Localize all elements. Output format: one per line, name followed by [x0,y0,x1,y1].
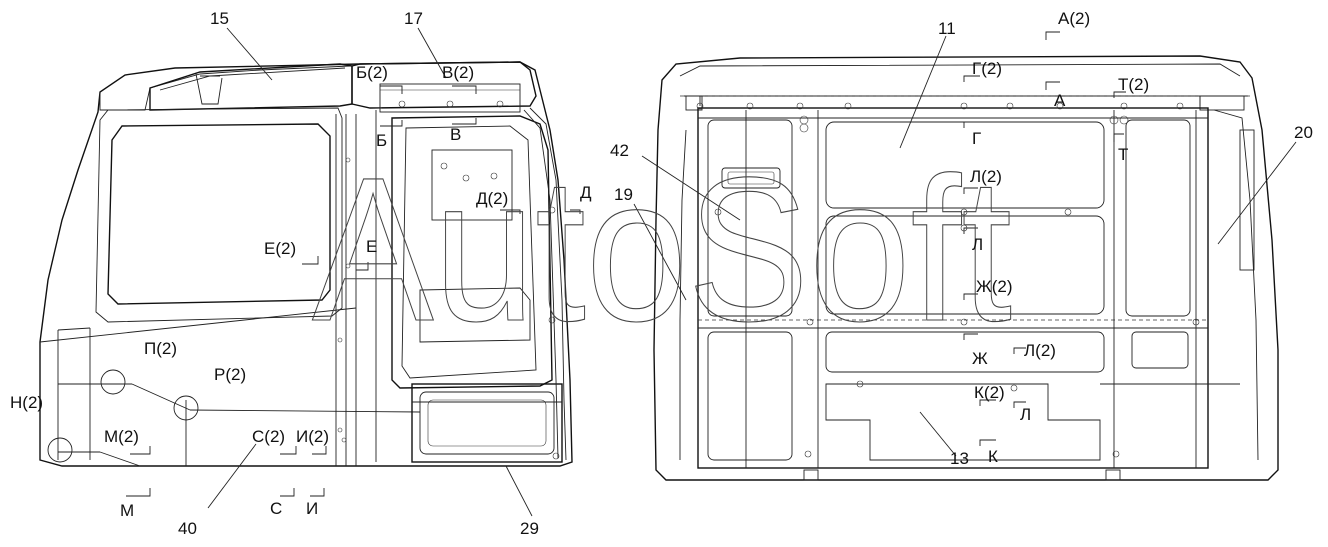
detail-circle-p [100,369,126,395]
lower-step-panel [825,383,1101,461]
callout-17: 17 [404,9,423,28]
ref-m: М [120,501,134,520]
ref-k2: К(2) [974,383,1005,402]
ref-i: И [306,499,318,518]
ref-b: Б [376,131,387,150]
callout-15: 15 [210,9,229,28]
ref-a2: А(2) [1058,9,1090,28]
ref-s2: С(2) [252,427,285,446]
right-view-labels: 11 20 42 19 13 А(2) Г(2) А Т(2) Г Т Л(2)… [610,9,1313,468]
ref-e2: Е(2) [264,239,296,258]
ref-v2: В(2) [442,63,474,82]
callout-42: 42 [610,141,629,160]
callout-20: 20 [1294,123,1313,142]
ref-i2: И(2) [296,427,329,446]
right-cab-view [633,31,1297,481]
ref-l2-top: Л(2) [970,167,1002,186]
left-view-labels: 15 17 40 29 Б(2) В(2) Б В Д(2) Д Е(2) Е … [10,9,592,538]
callout-11: 11 [938,19,956,38]
ref-n2: Н(2) [10,393,43,412]
ref-d2: Д(2) [476,189,508,208]
ref-e: Е [366,237,377,256]
ref-l-top: Л [972,235,983,254]
watermark-text: AutoSoft [312,135,1012,364]
ref-m2: М(2) [104,427,139,446]
ref-k: К [988,447,998,466]
callout-13: 13 [950,449,969,468]
door-panel [391,115,553,389]
ref-t2: Т(2) [1118,75,1149,94]
rear-inner-frame [697,107,1209,469]
ref-s: С [270,499,282,518]
ref-t: Т [1118,145,1128,164]
ref-l-low: Л [1020,405,1031,424]
side-window [107,123,331,305]
ref-v: В [450,125,461,144]
ref-zh: Ж [972,349,988,368]
roof-vent [351,61,537,109]
ref-zh2: Ж(2) [976,277,1012,296]
ref-p2: П(2) [144,339,177,358]
left-cab-view [39,27,581,517]
rear-shell-outline [653,55,1279,481]
callout-19: 19 [614,185,633,204]
detail-circle-r [173,395,199,421]
ref-g2: Г(2) [972,59,1002,78]
ref-g: Г [972,129,981,148]
callout-40: 40 [178,519,197,538]
callout-29: 29 [520,519,539,538]
detail-circle-n [47,437,73,463]
ref-d: Д [580,183,592,202]
ref-b2: Б(2) [356,63,388,82]
ref-a: А [1054,91,1066,110]
lower-storage-box [411,383,563,463]
cab-side-outline [39,61,573,467]
ref-l2-mid: Л(2) [1024,341,1056,360]
ref-r2: Р(2) [214,365,246,384]
